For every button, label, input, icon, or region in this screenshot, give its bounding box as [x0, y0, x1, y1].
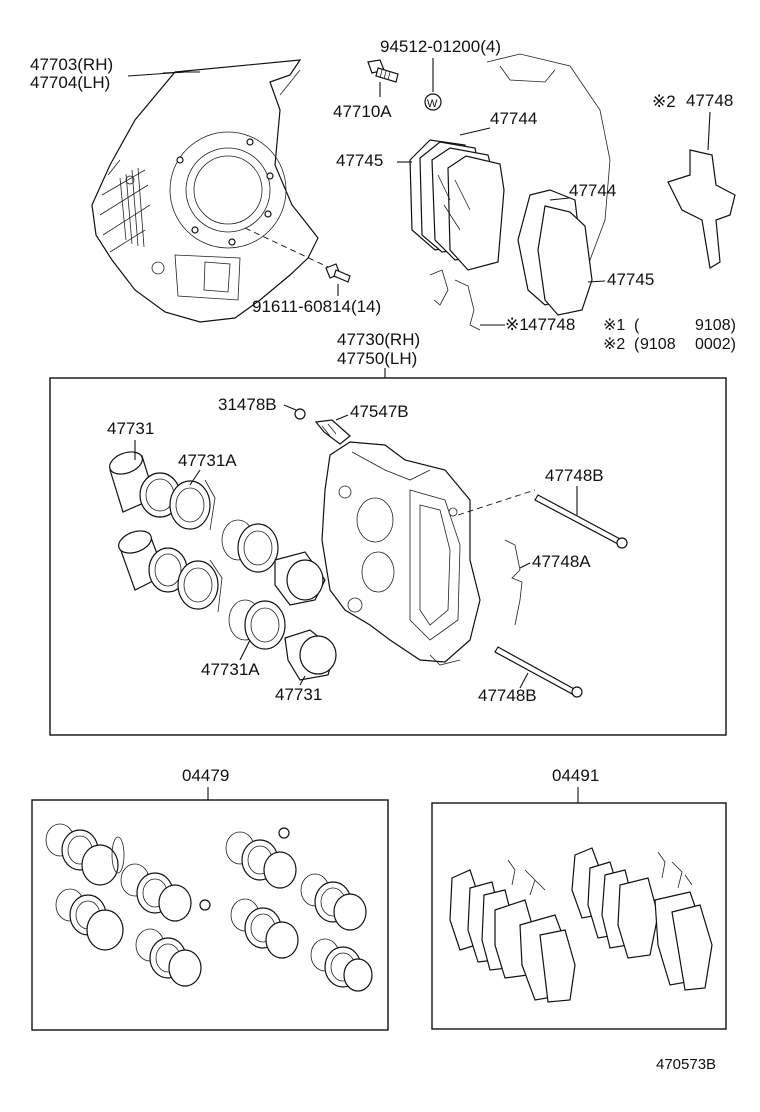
- bleeder-cap: [294, 408, 306, 420]
- note-2-open: (: [634, 336, 640, 353]
- label-bolt-spec: 94512-01200(4): [380, 37, 501, 56]
- label-seal-1: 47731A: [178, 451, 237, 470]
- label-pad-upper-2: 47744: [569, 181, 616, 200]
- label-clip-2-mark: ※1: [505, 315, 529, 334]
- pistons-and-seals: [109, 451, 337, 681]
- bleeder-plug: [314, 419, 351, 445]
- label-bolt-a: 47710A: [333, 102, 392, 121]
- note-1-to: 9108): [695, 317, 736, 334]
- label-bleeder-cap: 31478B: [218, 395, 277, 414]
- seal-kit-contents: [45, 823, 373, 992]
- label-pin-2: 47748B: [478, 686, 537, 705]
- note-1-mark: ※1: [603, 317, 625, 334]
- bolt-47710a: [367, 59, 399, 83]
- label-kit-seal: 04479: [182, 766, 229, 785]
- brake-pad-set-upper: [409, 139, 593, 316]
- label-shield-rh: 47703(RH): [30, 55, 113, 74]
- label-piston-2: 47731: [275, 685, 322, 704]
- washer-marker-letter: W: [427, 98, 438, 110]
- note-2-from: 9108: [640, 336, 676, 353]
- figure-id: 470573B: [656, 1056, 716, 1073]
- caliper-body: [321, 441, 481, 666]
- label-anti-squeal-2: 47745: [607, 270, 654, 289]
- spring-clip-47748a: [504, 539, 523, 626]
- clip-47748-lower: [429, 269, 481, 331]
- label-clip-1: 47748: [686, 91, 733, 110]
- label-kit-pad: 04491: [552, 766, 599, 785]
- label-pad-upper-1: 47744: [490, 109, 537, 128]
- pad-pin-upper: [534, 494, 628, 549]
- bolt-91611: [325, 263, 351, 283]
- label-anti-squeal-1: 47745: [336, 151, 383, 170]
- label-shield-lh: 47704(LH): [30, 73, 110, 92]
- label-clip-1-mark: ※2: [652, 92, 676, 111]
- dust-shield: [91, 59, 331, 323]
- label-caliper-rh: 47730(RH): [337, 330, 420, 349]
- pad-kit-box: [431, 802, 727, 1030]
- label-spring-clip: 47748A: [532, 552, 591, 571]
- clip-47748-right: [667, 149, 736, 269]
- note-2-to: 0002): [695, 336, 736, 353]
- note-1-open: (: [634, 317, 640, 334]
- label-caliper-lh: 47750(LH): [337, 349, 417, 368]
- caliper-assembly-box: [49, 377, 727, 736]
- pad-kit-contents: [449, 847, 713, 1003]
- label-pin-1: 47748B: [545, 466, 604, 485]
- pad-pin-lower: [494, 646, 583, 698]
- label-clip-2: 47748: [528, 315, 575, 334]
- note-2-mark: ※2: [603, 336, 625, 353]
- label-bolt-b-spec: 91611-60814(14): [252, 297, 381, 316]
- label-bleeder-plug: 47547B: [350, 402, 409, 421]
- label-seal-2: 47731A: [201, 660, 260, 679]
- seal-kit-box: [31, 799, 389, 1031]
- washer-marker-icon: [424, 93, 442, 111]
- label-piston-1: 47731: [107, 419, 154, 438]
